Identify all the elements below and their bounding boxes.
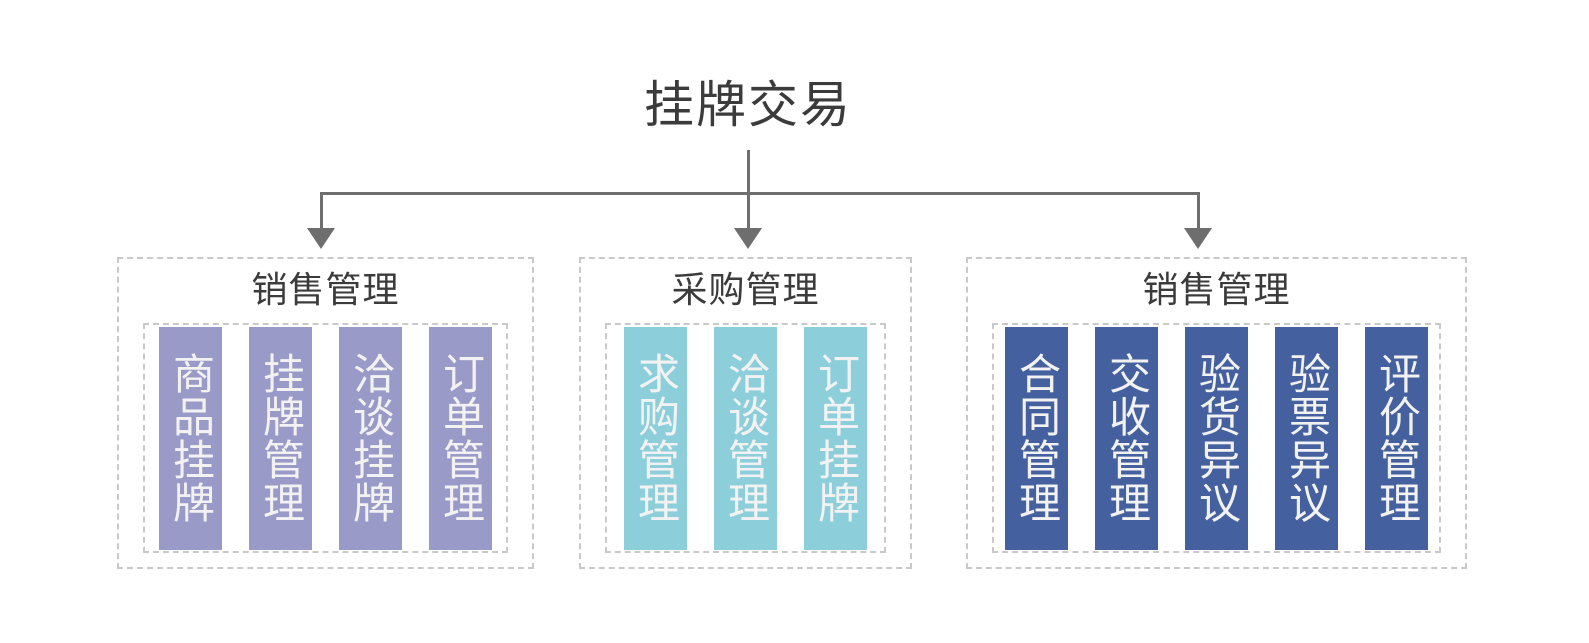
- leaf-node[interactable]: 评价管理: [1365, 326, 1428, 550]
- page-title: 挂牌交易: [644, 77, 852, 133]
- group-procurement-management[interactable]: 采购管理 求购管理 洽谈管理 订单挂牌: [579, 257, 912, 569]
- arrow-down-icon-center: [734, 228, 762, 249]
- leaf-node[interactable]: 验货异议: [1185, 326, 1248, 550]
- arrow-down-icon-left: [307, 228, 335, 249]
- leaf-label: 评价管理: [1373, 352, 1421, 524]
- leaf-label: 合同管理: [1013, 352, 1061, 524]
- connector-stem-vertical: [747, 150, 750, 194]
- group-title: 采购管理: [671, 269, 820, 310]
- group-items-container: 求购管理 洽谈管理 订单挂牌: [605, 323, 886, 553]
- connector-drop-center: [747, 192, 750, 234]
- leaf-label: 洽谈挂牌: [347, 352, 395, 524]
- leaf-label: 洽谈管理: [722, 352, 770, 524]
- leaf-node[interactable]: 订单管理: [429, 326, 492, 550]
- leaf-node[interactable]: 商品挂牌: [159, 326, 222, 550]
- leaf-node[interactable]: 求购管理: [624, 326, 687, 550]
- leaf-label: 验票异议: [1283, 352, 1331, 524]
- leaf-node[interactable]: 订单挂牌: [804, 326, 867, 550]
- leaf-node[interactable]: 洽谈管理: [714, 326, 777, 550]
- leaf-label: 挂牌管理: [257, 352, 305, 524]
- group-items-container: 合同管理 交收管理 验货异议 验票异议 评价管理: [992, 323, 1441, 553]
- leaf-label: 求购管理: [632, 352, 680, 524]
- leaf-label: 验货异议: [1193, 352, 1241, 524]
- leaf-node[interactable]: 合同管理: [1005, 326, 1068, 550]
- leaf-node[interactable]: 挂牌管理: [249, 326, 312, 550]
- connector-bus-horizontal: [320, 192, 1200, 195]
- leaf-node[interactable]: 验票异议: [1275, 326, 1338, 550]
- leaf-label: 交收管理: [1103, 352, 1151, 524]
- group-sales-management-2[interactable]: 销售管理 合同管理 交收管理 验货异议 验票异议 评价管理: [966, 257, 1467, 569]
- leaf-label: 订单管理: [437, 352, 485, 524]
- arrow-down-icon-right: [1184, 228, 1212, 249]
- leaf-label: 订单挂牌: [812, 352, 860, 524]
- leaf-label: 商品挂牌: [167, 352, 215, 524]
- connector-drop-left: [320, 192, 323, 234]
- group-title: 销售管理: [251, 269, 400, 310]
- group-items-container: 商品挂牌 挂牌管理 洽谈挂牌 订单管理: [143, 323, 508, 553]
- group-sales-management-1[interactable]: 销售管理 商品挂牌 挂牌管理 洽谈挂牌 订单管理: [117, 257, 534, 569]
- group-title: 销售管理: [1142, 269, 1291, 310]
- leaf-node[interactable]: 洽谈挂牌: [339, 326, 402, 550]
- connector-drop-right: [1197, 192, 1200, 234]
- leaf-node[interactable]: 交收管理: [1095, 326, 1158, 550]
